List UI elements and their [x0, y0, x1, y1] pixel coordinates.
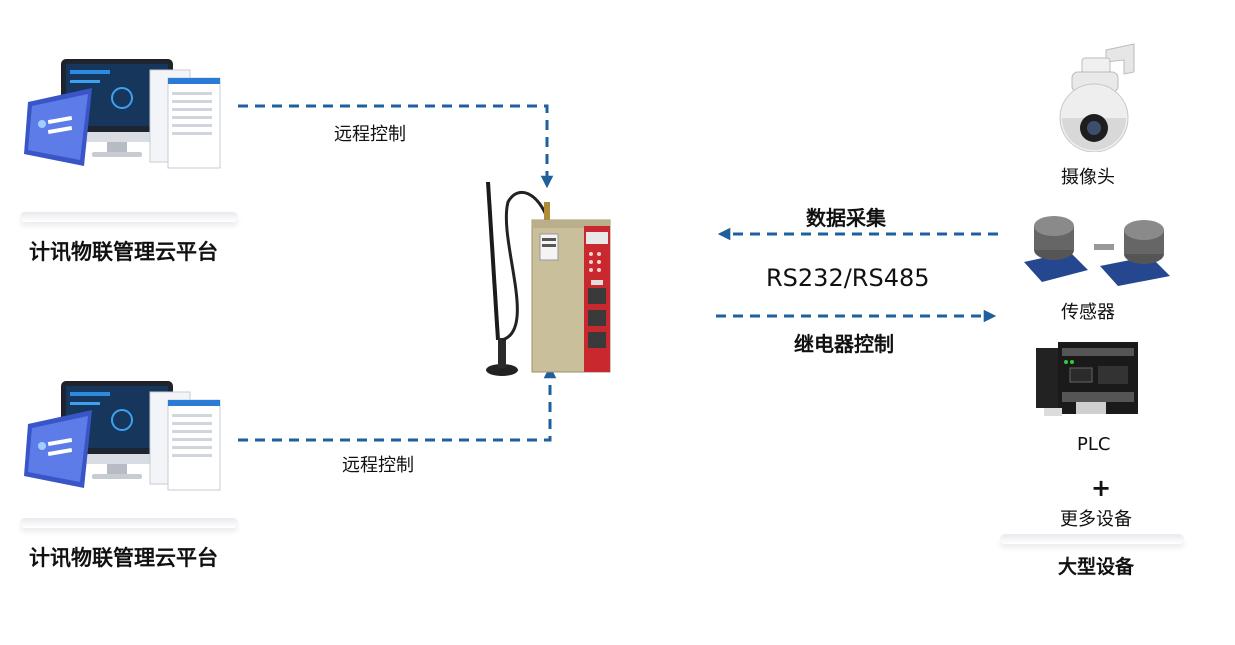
devices-group-base	[1000, 534, 1184, 544]
sensor	[1020, 210, 1176, 288]
sensor-icon	[1024, 216, 1170, 286]
platform-name-bottom: 计讯物联管理云平台	[29, 546, 218, 570]
protocol-label: RS232/RS485	[766, 264, 930, 292]
plc	[1036, 342, 1144, 422]
devices-group-label: 大型设备	[1058, 556, 1135, 578]
monitor-icon	[24, 59, 221, 169]
router-icon	[486, 182, 611, 376]
more-devices-label: 更多设备	[1060, 509, 1132, 530]
gateway-device	[478, 180, 628, 380]
remote-control-label-bottom: 远程控制	[342, 455, 414, 476]
camera	[1050, 42, 1136, 153]
bottom-remote-control-line	[238, 365, 557, 442]
platform-base-bottom	[20, 518, 238, 528]
camera-icon	[1059, 43, 1135, 153]
relay-control-label: 继电器控制	[794, 332, 894, 356]
plc-label: PLC	[1077, 434, 1111, 455]
sensor-label: 传感器	[1061, 302, 1115, 323]
platform-screens-bottom	[22, 380, 238, 540]
platform-base-top	[20, 212, 238, 222]
camera-label: 摄像头	[1061, 167, 1115, 188]
plc-icon	[1036, 342, 1138, 416]
top-remote-control-line	[238, 104, 554, 189]
platform-screens-top	[22, 58, 238, 218]
remote-control-label-top: 远程控制	[334, 124, 406, 145]
more-plus-icon: +	[1091, 474, 1112, 502]
data-collection-label: 数据采集	[806, 206, 886, 230]
platform-name-top: 计讯物联管理云平台	[29, 240, 218, 264]
monitor-icon	[24, 381, 221, 491]
